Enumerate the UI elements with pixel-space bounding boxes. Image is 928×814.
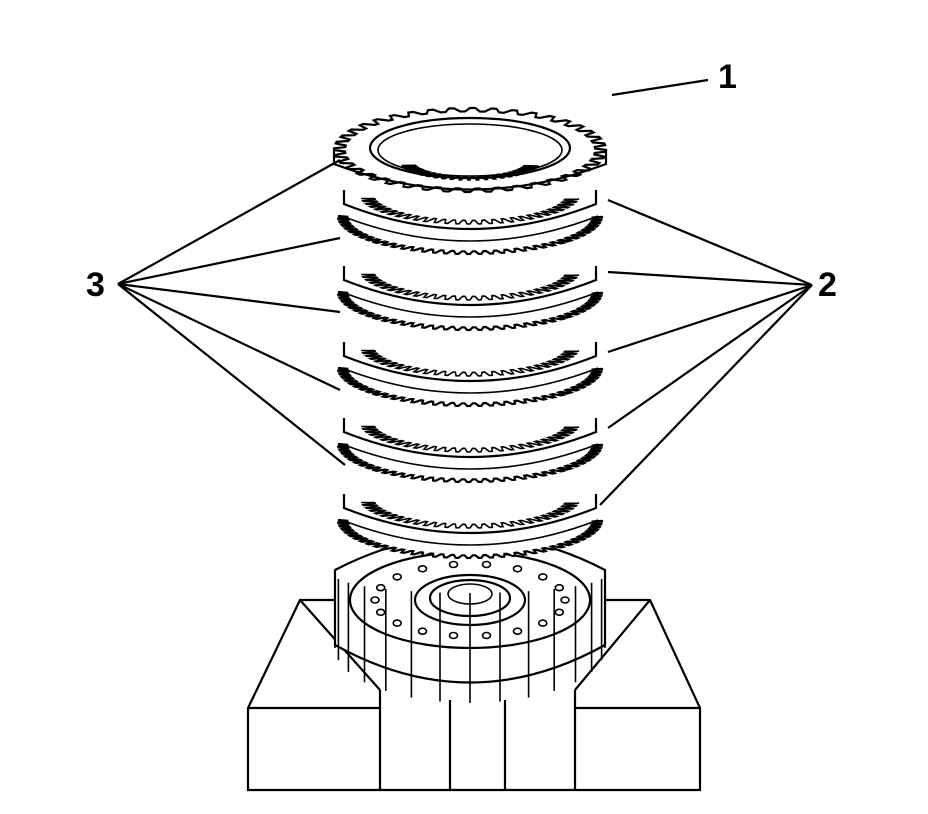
plate-pair-5 xyxy=(336,160,604,256)
steel-plate-edge xyxy=(341,215,599,242)
top-plate-bore xyxy=(368,116,572,180)
oil-hole xyxy=(375,608,386,617)
callout-1: 1 xyxy=(718,58,737,96)
callout-2: 2 xyxy=(818,266,837,304)
steel-plate-edge xyxy=(341,519,599,546)
clutch-plate-stack xyxy=(332,106,608,560)
steel-plate xyxy=(336,518,604,560)
top-plate-inner-lip xyxy=(377,123,563,177)
inner-hub-teeth xyxy=(400,164,540,181)
callout-3: 3 xyxy=(86,266,105,304)
oil-hole xyxy=(375,583,386,592)
oil-hole xyxy=(481,560,492,569)
oil-hole xyxy=(448,560,459,569)
oil-hole xyxy=(448,631,459,640)
friction-plate-teeth xyxy=(361,197,580,225)
steel-plate xyxy=(336,442,604,484)
friction-plate-teeth xyxy=(361,501,580,529)
oil-hole xyxy=(554,608,565,617)
friction-plate-teeth xyxy=(361,273,580,301)
steel-plate xyxy=(336,214,604,256)
plate-pair-3 xyxy=(336,312,604,408)
oil-hole xyxy=(417,564,428,573)
oil-hole xyxy=(537,573,548,581)
steel-plate-edge xyxy=(341,291,599,318)
oil-hole xyxy=(417,627,428,636)
top-plate-thickness xyxy=(332,150,608,191)
oil-hole xyxy=(392,619,403,627)
steel-plate xyxy=(336,366,604,408)
steel-plate-edge xyxy=(341,367,599,394)
housing-oil-holes xyxy=(370,560,570,640)
oil-hole xyxy=(370,596,380,604)
oil-hole xyxy=(392,573,403,581)
oil-hole xyxy=(512,627,523,636)
oil-hole xyxy=(560,596,570,604)
oil-hole xyxy=(537,619,548,627)
steel-plate-edge xyxy=(341,443,599,470)
leader-lines xyxy=(117,78,813,506)
leaders-3 xyxy=(117,159,346,466)
friction-plate-teeth xyxy=(361,349,580,377)
plate-pair-1 xyxy=(336,464,604,560)
oil-hole xyxy=(512,564,523,573)
friction-plate-teeth xyxy=(361,425,580,453)
clutch-housing xyxy=(333,533,607,703)
steel-plate xyxy=(336,290,604,332)
oil-hole xyxy=(481,631,492,640)
leader-1 xyxy=(611,78,709,97)
plate-pair-4 xyxy=(336,236,604,332)
plate-pair-2 xyxy=(336,388,604,484)
top-steel-plate xyxy=(332,106,608,194)
oil-hole xyxy=(554,583,565,592)
leaders-2 xyxy=(599,198,813,506)
